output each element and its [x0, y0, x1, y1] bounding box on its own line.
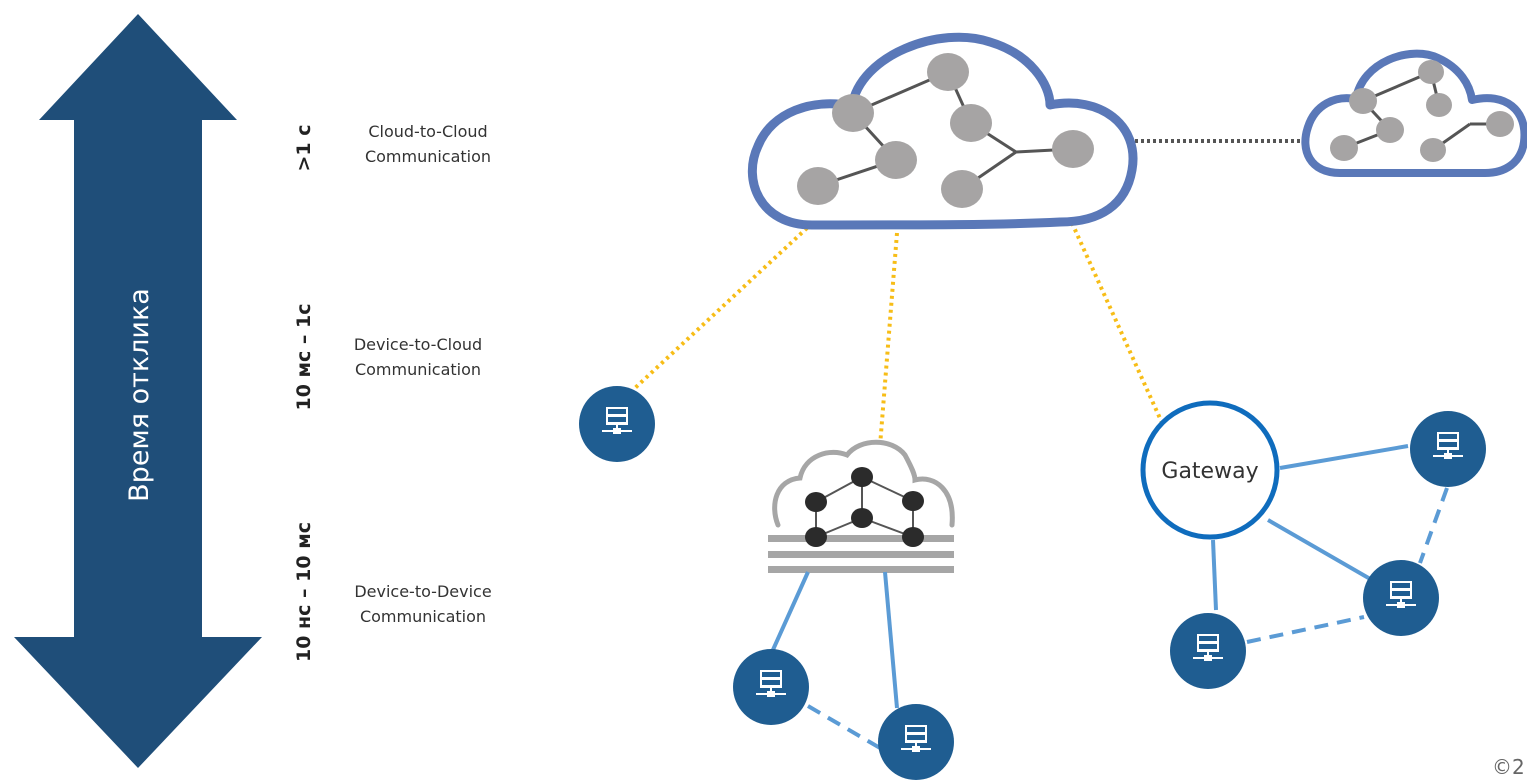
main-cloud — [747, 32, 1138, 230]
device-icon — [732, 648, 810, 726]
tier-label-device-to-device-line2: Communication — [360, 607, 486, 626]
device-icon — [1362, 559, 1440, 637]
device-links — [770, 444, 1449, 750]
secondary-cloud — [1301, 49, 1527, 177]
cloud-icon — [747, 32, 1138, 230]
response-time-label: Время отклика — [124, 288, 155, 502]
edge-cloud — [768, 439, 955, 573]
tier-label-cloud-to-cloud-line1: Cloud-to-Cloud — [368, 122, 487, 141]
arrow-icon — [14, 14, 262, 768]
device-icon — [578, 385, 656, 463]
uplink-edge-cloud — [878, 232, 899, 447]
latency-cloud-to-cloud: >1 с — [293, 124, 315, 171]
device-icon — [1169, 612, 1247, 690]
uplink-device-left — [633, 226, 809, 390]
latency-device-to-cloud: 10 мс – 1с — [293, 303, 315, 410]
tier-label-device-to-cloud-line2: Communication — [355, 360, 481, 379]
gateway: Gateway — [1140, 400, 1280, 540]
device-icon — [877, 703, 955, 780]
device-icon — [1409, 410, 1487, 488]
tier-label-cloud-to-cloud-line2: Communication — [365, 147, 491, 166]
latency-device-to-device: 10 нс – 10 мс — [293, 522, 315, 662]
gateway-icon — [1140, 400, 1280, 540]
copyright-text: ©2 — [1492, 755, 1525, 779]
devices — [578, 385, 1487, 780]
response-time-arrow: Время отклика — [14, 14, 262, 768]
tier-label-device-to-cloud-line1: Device-to-Cloud — [354, 335, 482, 354]
gateway-label: Gateway — [1161, 459, 1258, 484]
uplink-gateway — [1070, 222, 1165, 426]
tier-label-device-to-device-line1: Device-to-Device — [354, 582, 491, 601]
cloud-uplinks — [633, 222, 1165, 447]
